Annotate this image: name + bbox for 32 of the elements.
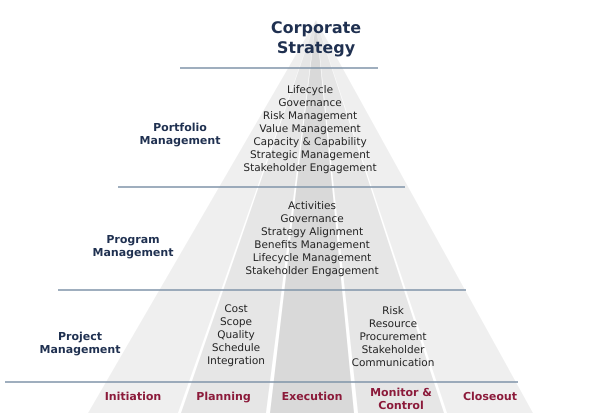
phase-label: Initiation (104, 390, 162, 403)
phase-label: Planning (195, 390, 252, 403)
list-item: Capacity & Capability (253, 136, 367, 149)
list-item: Lifecycle Management (252, 252, 372, 265)
list-item: Schedule (212, 342, 260, 355)
list-item: Communication (352, 357, 434, 370)
list-item: Activities (288, 200, 336, 213)
list-item: Governance (278, 97, 342, 110)
list-item: Benefits Management (254, 239, 370, 252)
list-item: Integration (207, 355, 265, 368)
list-item: Value Management (259, 123, 361, 136)
phase-label: Closeout (462, 390, 518, 403)
list-item: Governance (280, 213, 344, 226)
list-item: Lifecycle (286, 84, 334, 97)
list-item: Risk (382, 305, 404, 318)
list-item: Strategy Alignment (260, 226, 364, 239)
list-item: Procurement (359, 331, 427, 344)
phase-label: Monitor & Control (369, 386, 433, 412)
list-item: Strategic Management (250, 149, 370, 162)
list-item: Quality (217, 329, 255, 342)
list-item: Resource (368, 318, 418, 331)
title: Corporate Strategy (270, 18, 362, 58)
list-item: Stakeholder Engagement (243, 162, 377, 175)
list-item: Cost (224, 303, 248, 316)
list-item: Risk Management (262, 110, 358, 123)
list-item: Stakeholder (362, 344, 424, 357)
level-label: Portfolio Management (138, 121, 222, 147)
level-label: Project Management (38, 330, 122, 356)
list-item: Scope (220, 316, 252, 329)
level-label: Program Management (92, 233, 174, 259)
list-item: Stakeholder Engagement (245, 265, 379, 278)
phase-label: Execution (280, 390, 344, 403)
